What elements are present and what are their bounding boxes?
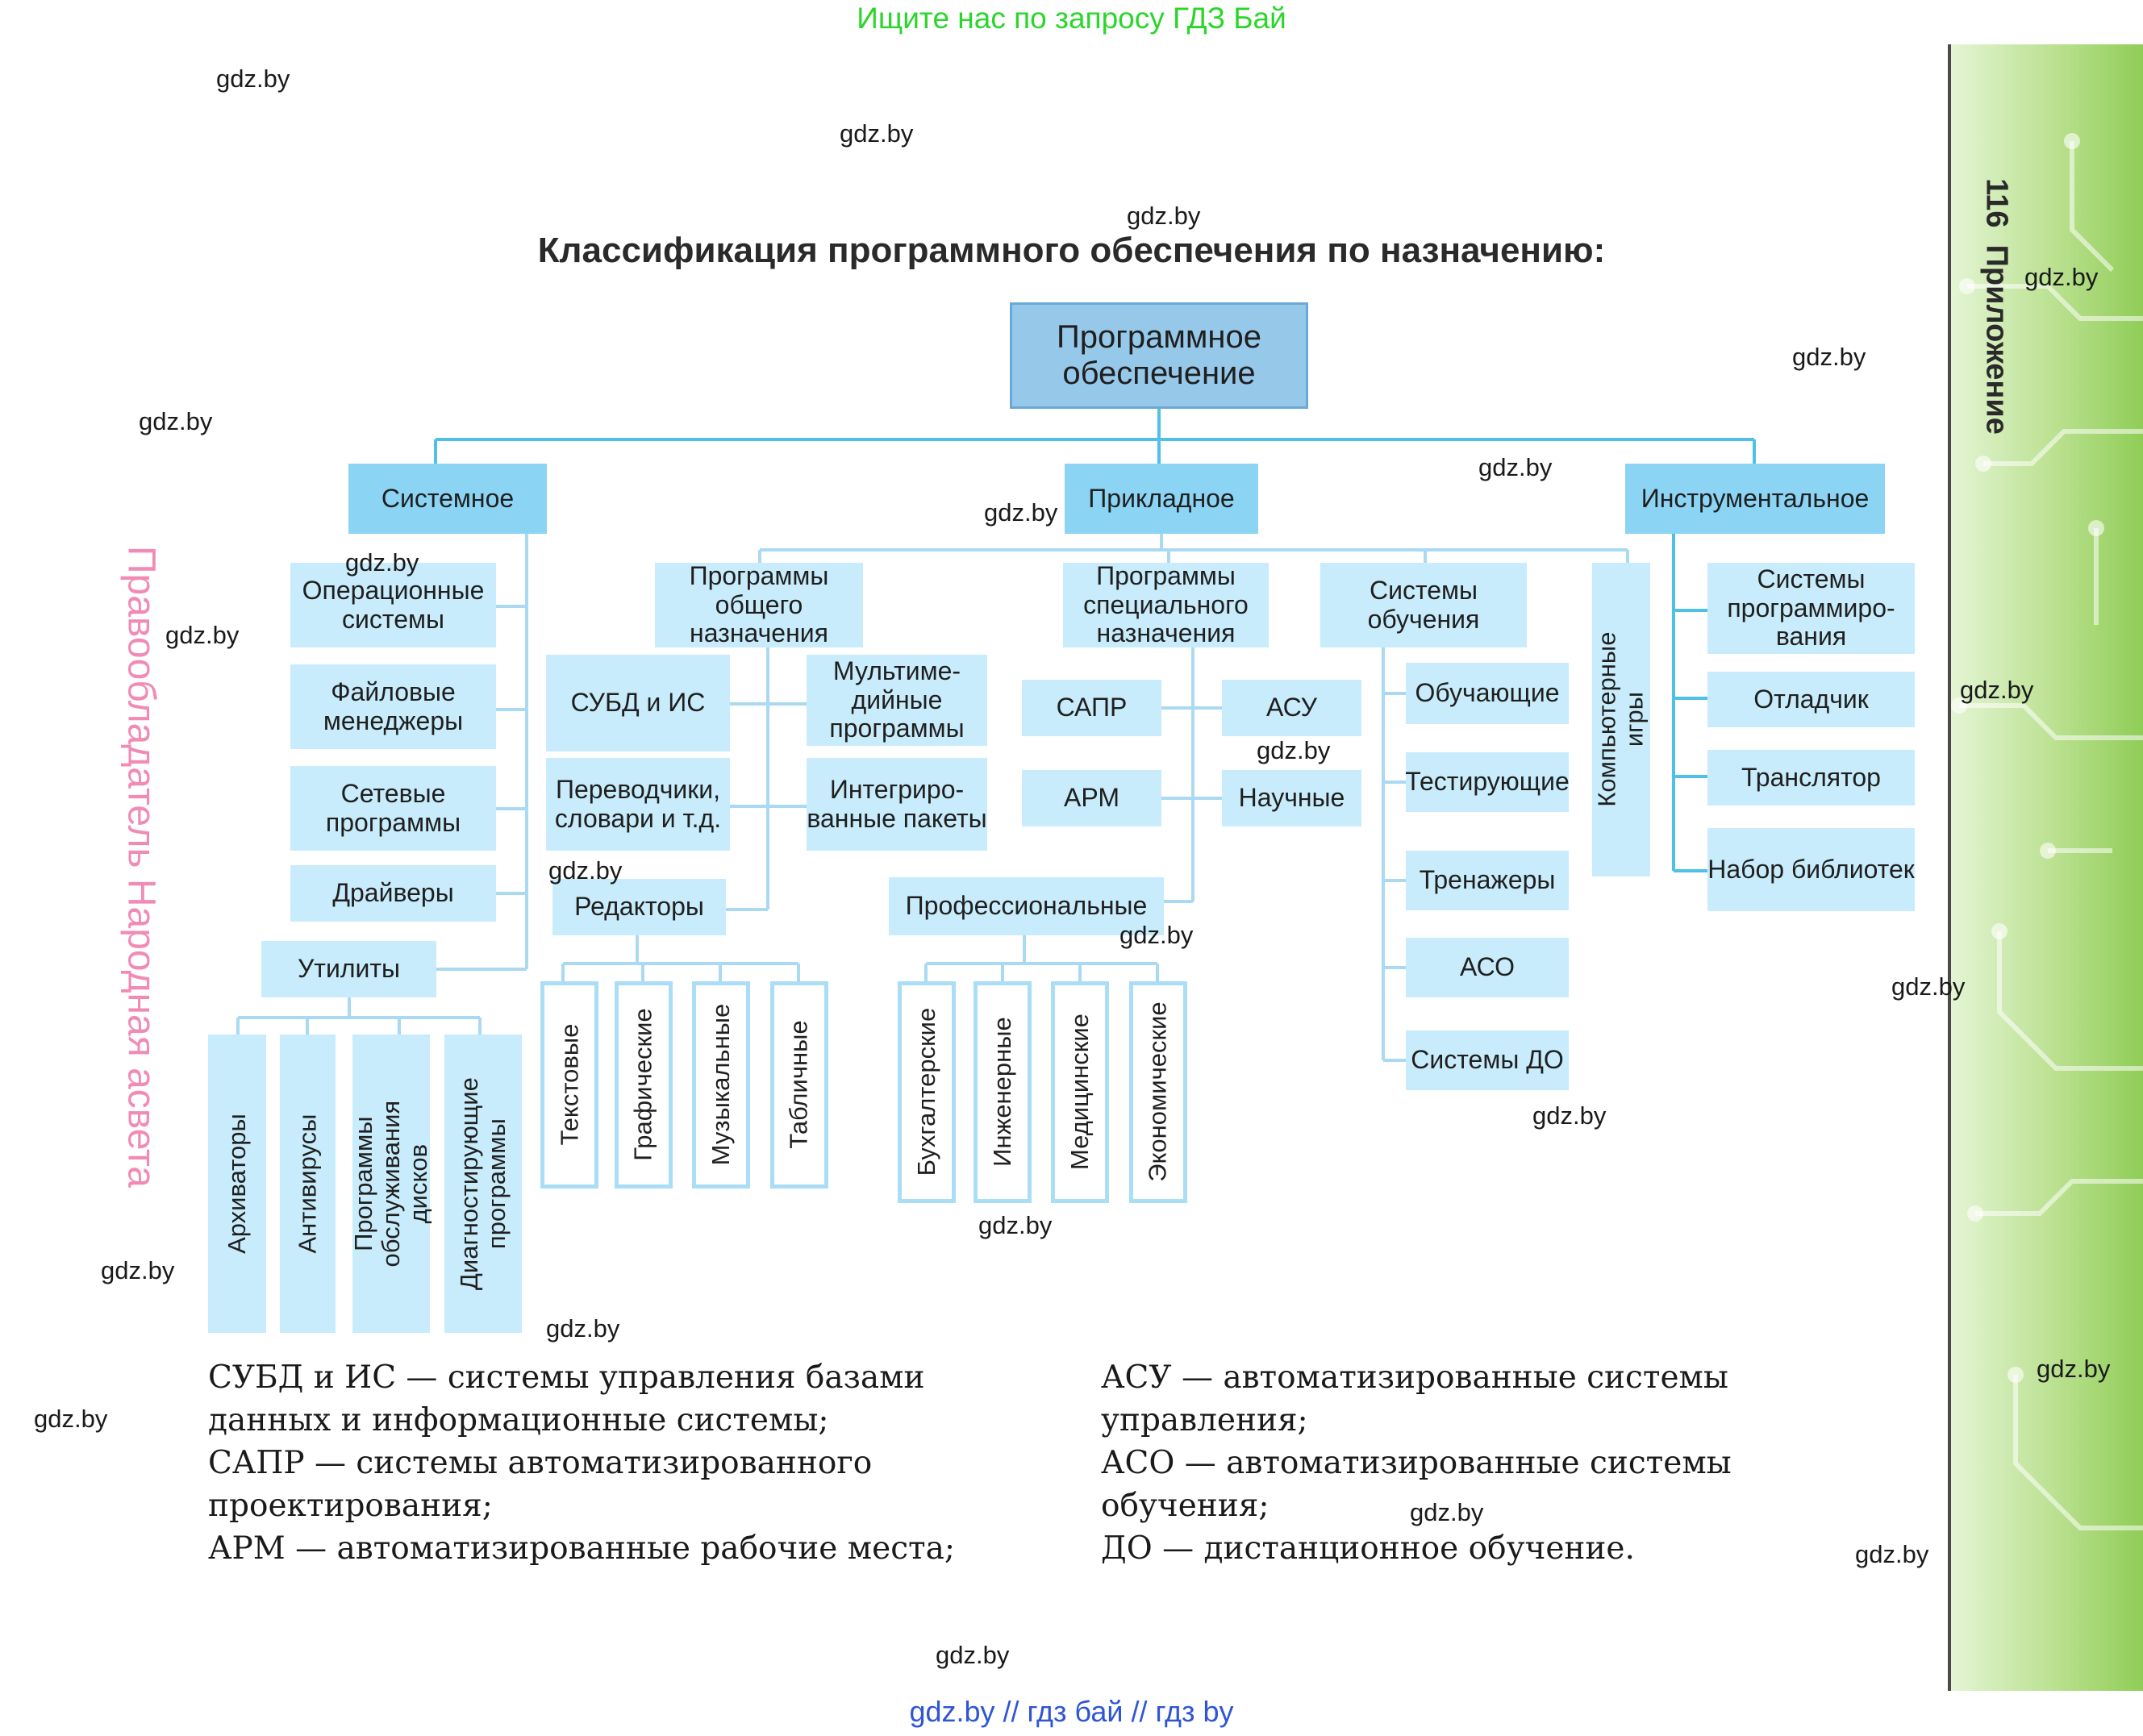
legend-left: СУБД и ИС — системы управления базами да… xyxy=(208,1356,955,1570)
diagram-title: Классификация программного обеспечения п… xyxy=(537,231,1606,270)
system-item: Операционные системы xyxy=(290,563,496,647)
tool-item: Набор библиотек xyxy=(1707,828,1915,911)
watermark: gdz.by xyxy=(1257,736,1331,764)
special-purpose-item: САПР xyxy=(1022,680,1161,736)
legend-line: ДО — дистанционное обучение. xyxy=(1101,1530,1635,1567)
learning-item: Тренажеры xyxy=(1406,851,1569,910)
tool-item: Отладчик xyxy=(1707,672,1915,727)
editor-item: Табличные xyxy=(770,981,828,1189)
category-system: Системное xyxy=(348,464,547,534)
utilities-node: Утилиты xyxy=(261,941,436,997)
system-item: Сетевые программы xyxy=(290,766,496,851)
games-node: Компьютерные игры xyxy=(1592,563,1650,876)
watermark: gdz.by xyxy=(1960,676,2034,704)
tool-item: Транслятор xyxy=(1707,750,1915,806)
professional-item: Экономические xyxy=(1129,981,1187,1203)
learning-item: АСО xyxy=(1406,938,1569,997)
legend-line: АСУ — автоматизированные системы xyxy=(1101,1359,1728,1396)
watermark: gdz.by xyxy=(1127,202,1201,230)
watermark: gdz.by xyxy=(2037,1355,2111,1383)
watermark: gdz.by xyxy=(1478,453,1553,481)
professional-item: Инженерные xyxy=(974,981,1032,1203)
utility-item: Диагностирующие программы xyxy=(444,1035,522,1333)
legend-line: АСО — автоматизированные системы xyxy=(1101,1445,1732,1481)
tool-item: Системы программиро-вания xyxy=(1707,563,1915,654)
legend-line: СУБД и ИС — системы управления базами xyxy=(208,1359,925,1396)
editor-item: Музыкальные xyxy=(692,981,750,1189)
watermark: gdz.by xyxy=(1855,1540,1929,1568)
learning-item: Системы ДО xyxy=(1406,1030,1569,1090)
learning-node: Системы обучения xyxy=(1320,563,1527,647)
root-node: Программное обеспечение xyxy=(1010,302,1308,409)
utility-item: Архиваторы xyxy=(208,1035,266,1333)
watermark: gdz.by xyxy=(1792,343,1866,371)
watermark: gdz.by xyxy=(936,1641,1010,1669)
legend-line: проектирования; xyxy=(208,1488,493,1524)
watermark: gdz.by xyxy=(1410,1498,1484,1526)
legend-line: обучения; xyxy=(1101,1488,1270,1524)
special-purpose-item: АСУ xyxy=(1222,680,1361,736)
watermark: gdz.by xyxy=(345,548,419,577)
professional-item: Медицинские xyxy=(1051,981,1109,1203)
professional-node: Профессиональные xyxy=(889,877,1164,935)
special-purpose-item: Научные xyxy=(1222,770,1361,826)
legend-line: АРМ — автоматизированные рабочие места; xyxy=(208,1530,956,1567)
watermark: gdz.by xyxy=(139,407,213,435)
category-applied: Прикладное xyxy=(1065,464,1258,534)
watermark: gdz.by xyxy=(984,498,1058,527)
watermark: gdz.by xyxy=(34,1405,108,1433)
editors-node: Редакторы xyxy=(552,879,726,935)
watermark: gdz.by xyxy=(165,621,240,649)
page-sidebar xyxy=(1948,44,2143,1691)
watermark: gdz.by xyxy=(978,1211,1053,1239)
special-purpose-item: АРМ xyxy=(1022,770,1161,826)
general-purpose-item: Мультиме-дийные программы xyxy=(807,655,987,746)
special-purpose-node: Программы специального назначения xyxy=(1063,561,1269,647)
editor-item: Графические xyxy=(615,981,673,1189)
top-banner[interactable]: Ищите нас по запросу ГДЗ Бай xyxy=(857,2,1286,35)
learning-item: Тестирующие xyxy=(1405,752,1570,812)
legend-right: АСУ — автоматизированные системы управле… xyxy=(1101,1356,1732,1570)
utility-item: Программы обслуживания дисков xyxy=(349,1035,432,1333)
watermark: gdz.by xyxy=(101,1256,175,1284)
watermark: gdz.by xyxy=(1532,1101,1607,1130)
general-purpose-item: Интегриро-ванные пакеты xyxy=(807,758,987,851)
system-item: Драйверы xyxy=(290,865,496,922)
watermark: gdz.by xyxy=(840,119,914,148)
category-tools: Инструментальное xyxy=(1625,464,1885,534)
watermark: gdz.by xyxy=(546,1314,620,1343)
watermark: gdz.by xyxy=(2024,263,2099,291)
general-purpose-node: Программы общего назначения xyxy=(655,561,863,647)
watermark: gdz.by xyxy=(1119,921,1194,949)
editor-item: Текстовые xyxy=(540,981,598,1189)
watermark: gdz.by xyxy=(216,65,290,93)
general-purpose-item: Переводчики, словари и т.д. xyxy=(546,758,730,851)
professional-item: Бухгалтерские xyxy=(898,981,956,1203)
general-purpose-item: СУБД и ИС xyxy=(546,655,730,751)
circuit-pattern xyxy=(1951,133,2143,1530)
system-item: Файловые менеджеры xyxy=(290,664,496,749)
legend-line: управления; xyxy=(1101,1402,1308,1438)
footer-links[interactable]: gdz.by // гдз бай // гдз by xyxy=(909,1695,1234,1728)
legend-line: САПР — системы автоматизированного xyxy=(208,1445,873,1481)
utility-item: Антивирусы xyxy=(280,1035,336,1333)
legend-line: данных и информационные системы; xyxy=(208,1402,829,1438)
watermark: gdz.by xyxy=(1891,972,1966,1001)
learning-item: Обучающие xyxy=(1406,663,1569,724)
watermark: gdz.by xyxy=(548,856,623,885)
